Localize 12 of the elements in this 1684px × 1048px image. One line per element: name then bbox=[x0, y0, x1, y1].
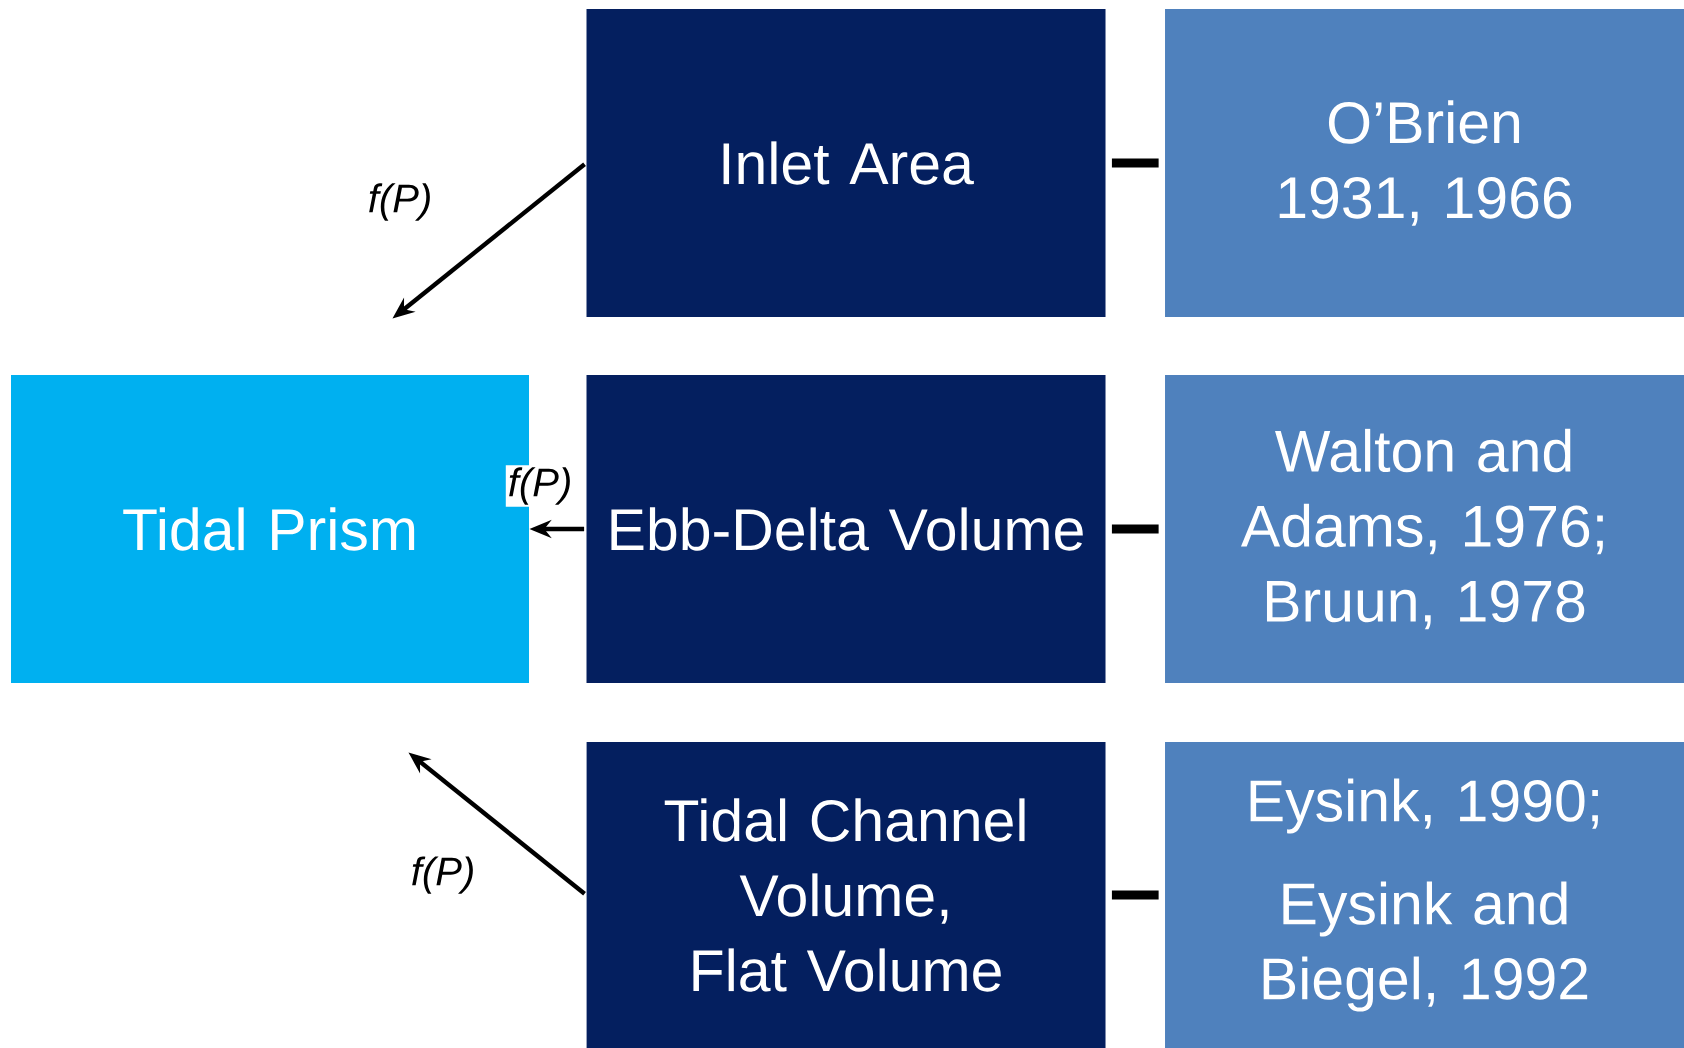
reference-box: Eysink, 1990; Eysink and Biegel, 1992 bbox=[1165, 742, 1684, 1048]
edge-label: f(P) bbox=[365, 181, 435, 223]
process-box: Inlet Area bbox=[586, 9, 1106, 317]
edge-label: f(P) bbox=[408, 854, 478, 896]
connector-line bbox=[1111, 524, 1159, 534]
reference-box: O’Brien 1931, 1966 bbox=[1165, 9, 1684, 317]
process-box: Ebb-Delta Volume bbox=[586, 375, 1106, 683]
connector-line bbox=[1111, 158, 1159, 168]
reference-box: Walton and Adams, 1976; Bruun, 1978 bbox=[1165, 375, 1684, 683]
edge-label: f(P) bbox=[505, 465, 575, 507]
process-box: Tidal Channel Volume, Flat Volume bbox=[586, 742, 1106, 1048]
connector-line bbox=[1111, 890, 1159, 900]
